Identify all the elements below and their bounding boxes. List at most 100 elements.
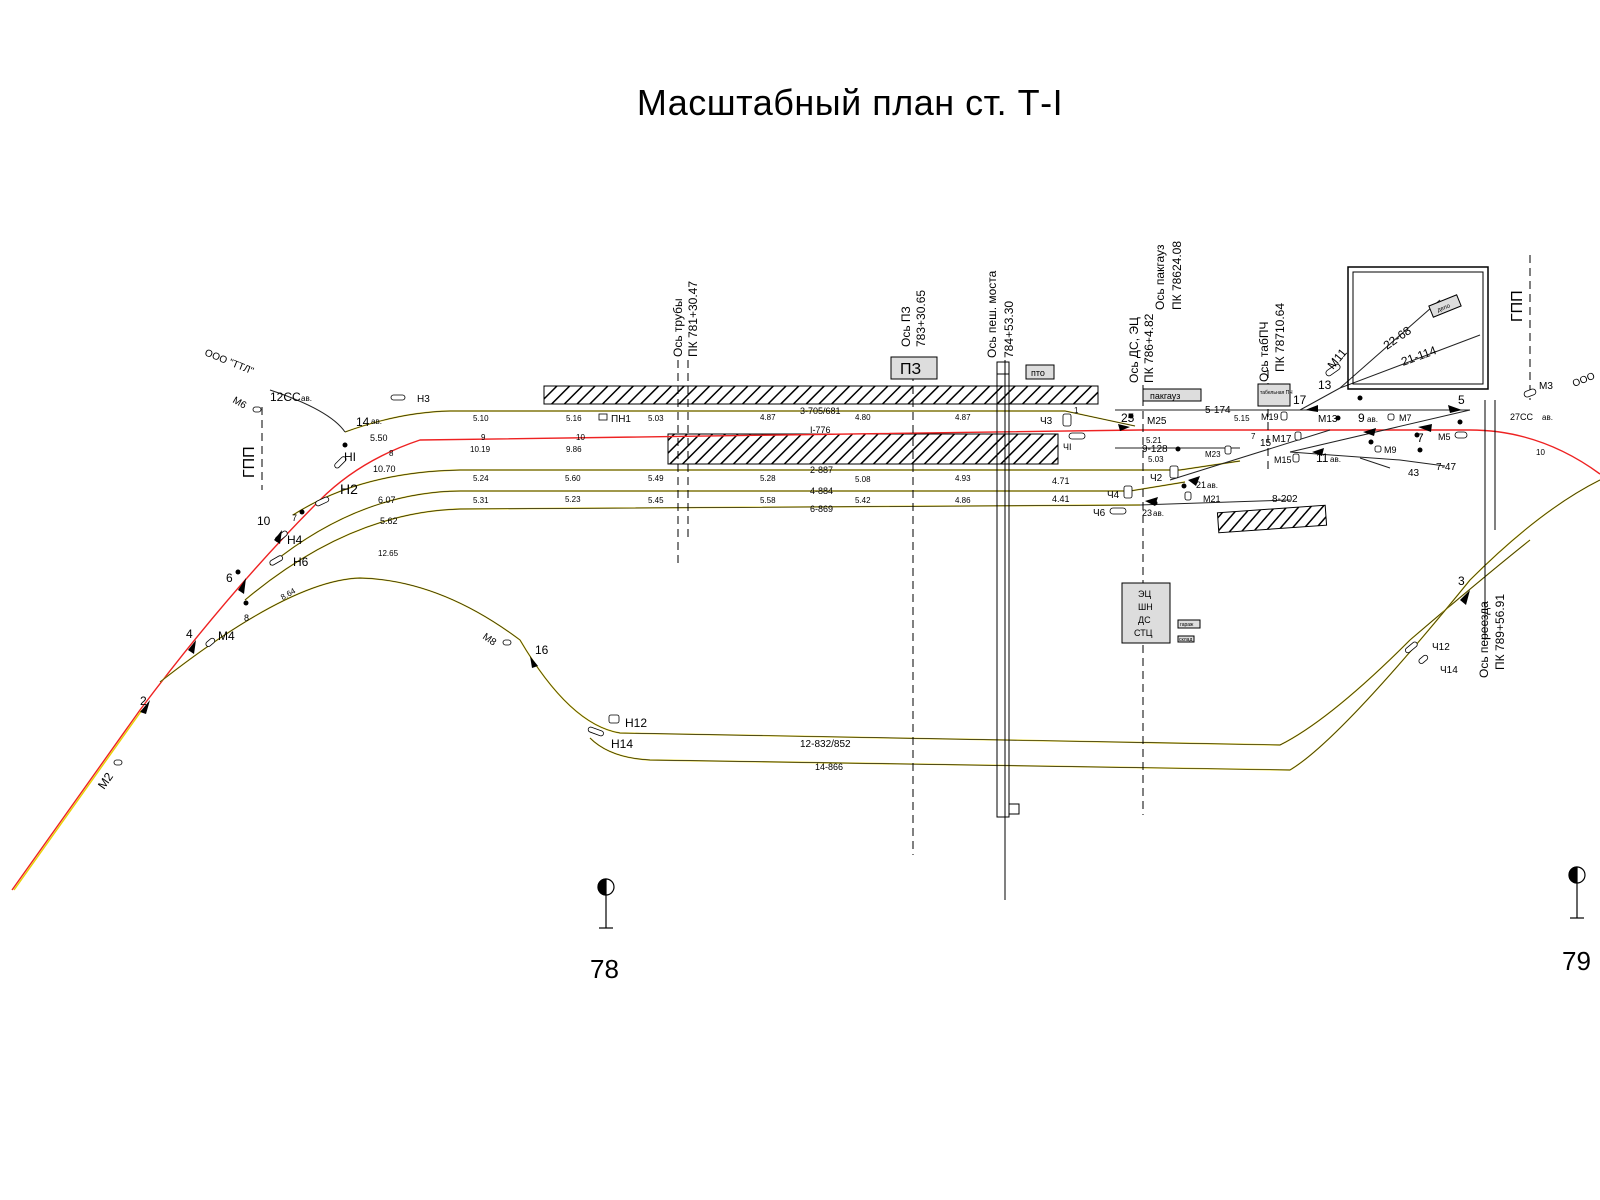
dist-508: 5.08 <box>855 475 871 484</box>
switch-4-label: 4 <box>186 627 193 641</box>
gpp-left-label: ГПП <box>241 446 258 478</box>
switch-23-label: 23 <box>1142 508 1152 518</box>
switch-10-label: 10 <box>257 514 271 528</box>
axis-ds-pk: ПК 786+4.82 <box>1142 313 1156 383</box>
switch-9-label: 9 <box>1358 411 1365 425</box>
ec-line-3: ДС <box>1138 615 1151 625</box>
axis-tabpch-label: Ось табПЧ <box>1257 322 1271 382</box>
branch-13 <box>1299 387 1341 411</box>
platform-right <box>1216 504 1328 534</box>
switch-11-av: ав. <box>1330 455 1341 464</box>
track-3-label: 3-705/681 <box>800 406 841 416</box>
switch-3-label: 3 <box>1458 574 1465 588</box>
dist-515: 5.15 <box>1234 414 1250 423</box>
signal-m8-icon <box>502 639 512 646</box>
signal-m25-label: М25 <box>1147 416 1167 427</box>
signal-m5-label: М5 <box>1438 432 1451 442</box>
dist-487b: 4.87 <box>955 413 971 422</box>
track-4 <box>269 481 1186 566</box>
tab-label: табельная ПЧ <box>1260 390 1293 396</box>
warehouse-building <box>1142 388 1202 402</box>
axis-warehouse-pk: ПК 78624.08 <box>1170 241 1184 310</box>
signal-ch4-label: Ч4 <box>1107 490 1120 501</box>
track-6-label: 6-869 <box>810 504 833 514</box>
ec-line-2: ШН <box>1138 602 1153 612</box>
depot-inner <box>1352 271 1484 385</box>
signal-n2-icon <box>315 496 330 507</box>
signal-m3-label: М3 <box>1539 381 1553 392</box>
switch-8-label: 8 <box>244 613 249 623</box>
switch-13-label: 13 <box>1318 378 1332 392</box>
track-5-label: 5-174 <box>1205 405 1231 416</box>
track-4-black <box>269 481 1186 566</box>
track-4-label: 4-884 <box>810 486 833 496</box>
switch-21-av: ав. <box>1207 481 1218 490</box>
axis-bridge-pk: 784+53.30 <box>1002 301 1016 358</box>
track-14-label: 14-866 <box>815 762 843 772</box>
axis-pz-pk: 783+30.65 <box>914 290 928 347</box>
signal-ch12-label: Ч12 <box>1432 642 1450 653</box>
dist-986: 9.86 <box>566 445 582 454</box>
signal-m15-icon <box>1292 453 1300 463</box>
dist-487a: 4.87 <box>760 413 776 422</box>
signal-ch2-label: Ч2 <box>1150 473 1163 484</box>
ec-line-1: ЭЦ <box>1138 589 1151 599</box>
track-6-black <box>244 504 1141 601</box>
switch-25-label: 25 <box>1121 411 1135 425</box>
ec-line-4: СТЦ <box>1134 628 1153 638</box>
switch-43-label: 43 <box>1408 468 1420 479</box>
dist-560: 5.60 <box>565 474 581 483</box>
signal-m6-icon <box>252 406 262 413</box>
dist-441: 4.41 <box>1052 494 1070 504</box>
signal-n12-icon <box>608 714 620 724</box>
dist-1265: 12.65 <box>378 549 399 558</box>
track-1-label: I-776 <box>810 425 831 435</box>
signal-n14-label: Н14 <box>611 737 633 751</box>
dist-562: 5.62 <box>380 516 398 526</box>
axis-ds-label: Ось ДС, ЭЦ <box>1127 317 1141 383</box>
axis-crossing-label: Ось переезда <box>1477 601 1491 678</box>
switch-27cc-label: 27СС <box>1510 412 1534 422</box>
dist-486: 4.86 <box>955 496 971 505</box>
switch-12cc-av: ав. <box>301 394 312 403</box>
dist-510: 5.10 <box>473 414 489 423</box>
axis-crossing-pk: ПК 789+56.91 <box>1493 594 1507 670</box>
signal-n6-label: Н6 <box>293 555 309 569</box>
signal-m9-label: М9 <box>1384 445 1397 455</box>
signal-m15-label: М15 <box>1274 455 1292 465</box>
dist-1019: 10.19 <box>470 445 491 454</box>
signal-pn1-label: ПН1 <box>611 414 631 425</box>
signal-n14-icon <box>587 726 604 737</box>
axis-pipe-label: Ось трубы <box>671 298 685 357</box>
pz-label: ПЗ <box>900 361 921 378</box>
signal-m3-icon <box>1523 388 1537 398</box>
dist-542: 5.42 <box>855 496 871 505</box>
pedestrian-bridge <box>996 361 1010 818</box>
switch-23-av: ав. <box>1153 509 1164 518</box>
signal-m23-icon <box>1224 445 1232 455</box>
switch-1-label: 1 <box>1074 406 1079 415</box>
dist-558: 5.58 <box>760 496 776 505</box>
switch-6-label: 6 <box>226 571 233 585</box>
track-main-1-shadow <box>13 709 143 891</box>
company-right: ООО <box>1571 371 1597 390</box>
tab-building <box>1257 383 1291 407</box>
dist-8: 8 <box>389 449 394 458</box>
dist-528: 5.28 <box>760 474 776 483</box>
signal-m19-label: М19 <box>1261 412 1279 422</box>
track-3-black <box>344 410 1136 433</box>
switch-7r-label: 7 <box>1417 431 1424 445</box>
signal-m4-label: М4 <box>218 629 235 643</box>
company-left: ООО "ТТЛ" <box>203 348 256 378</box>
branch-11 <box>1289 409 1471 453</box>
track-7-label: 7-47 <box>1436 462 1456 473</box>
dist-545: 5.45 <box>648 496 664 505</box>
signal-m4-icon <box>205 637 216 647</box>
switch-21-label: 21 <box>1196 480 1206 490</box>
switch-17-label: 17 <box>1293 393 1307 407</box>
dist-864: 8.64 <box>279 586 297 602</box>
dist-503b: 5.03 <box>1148 455 1164 464</box>
signal-ch1-label: ЧI <box>1063 442 1072 452</box>
signal-m5-icon <box>1454 431 1468 439</box>
